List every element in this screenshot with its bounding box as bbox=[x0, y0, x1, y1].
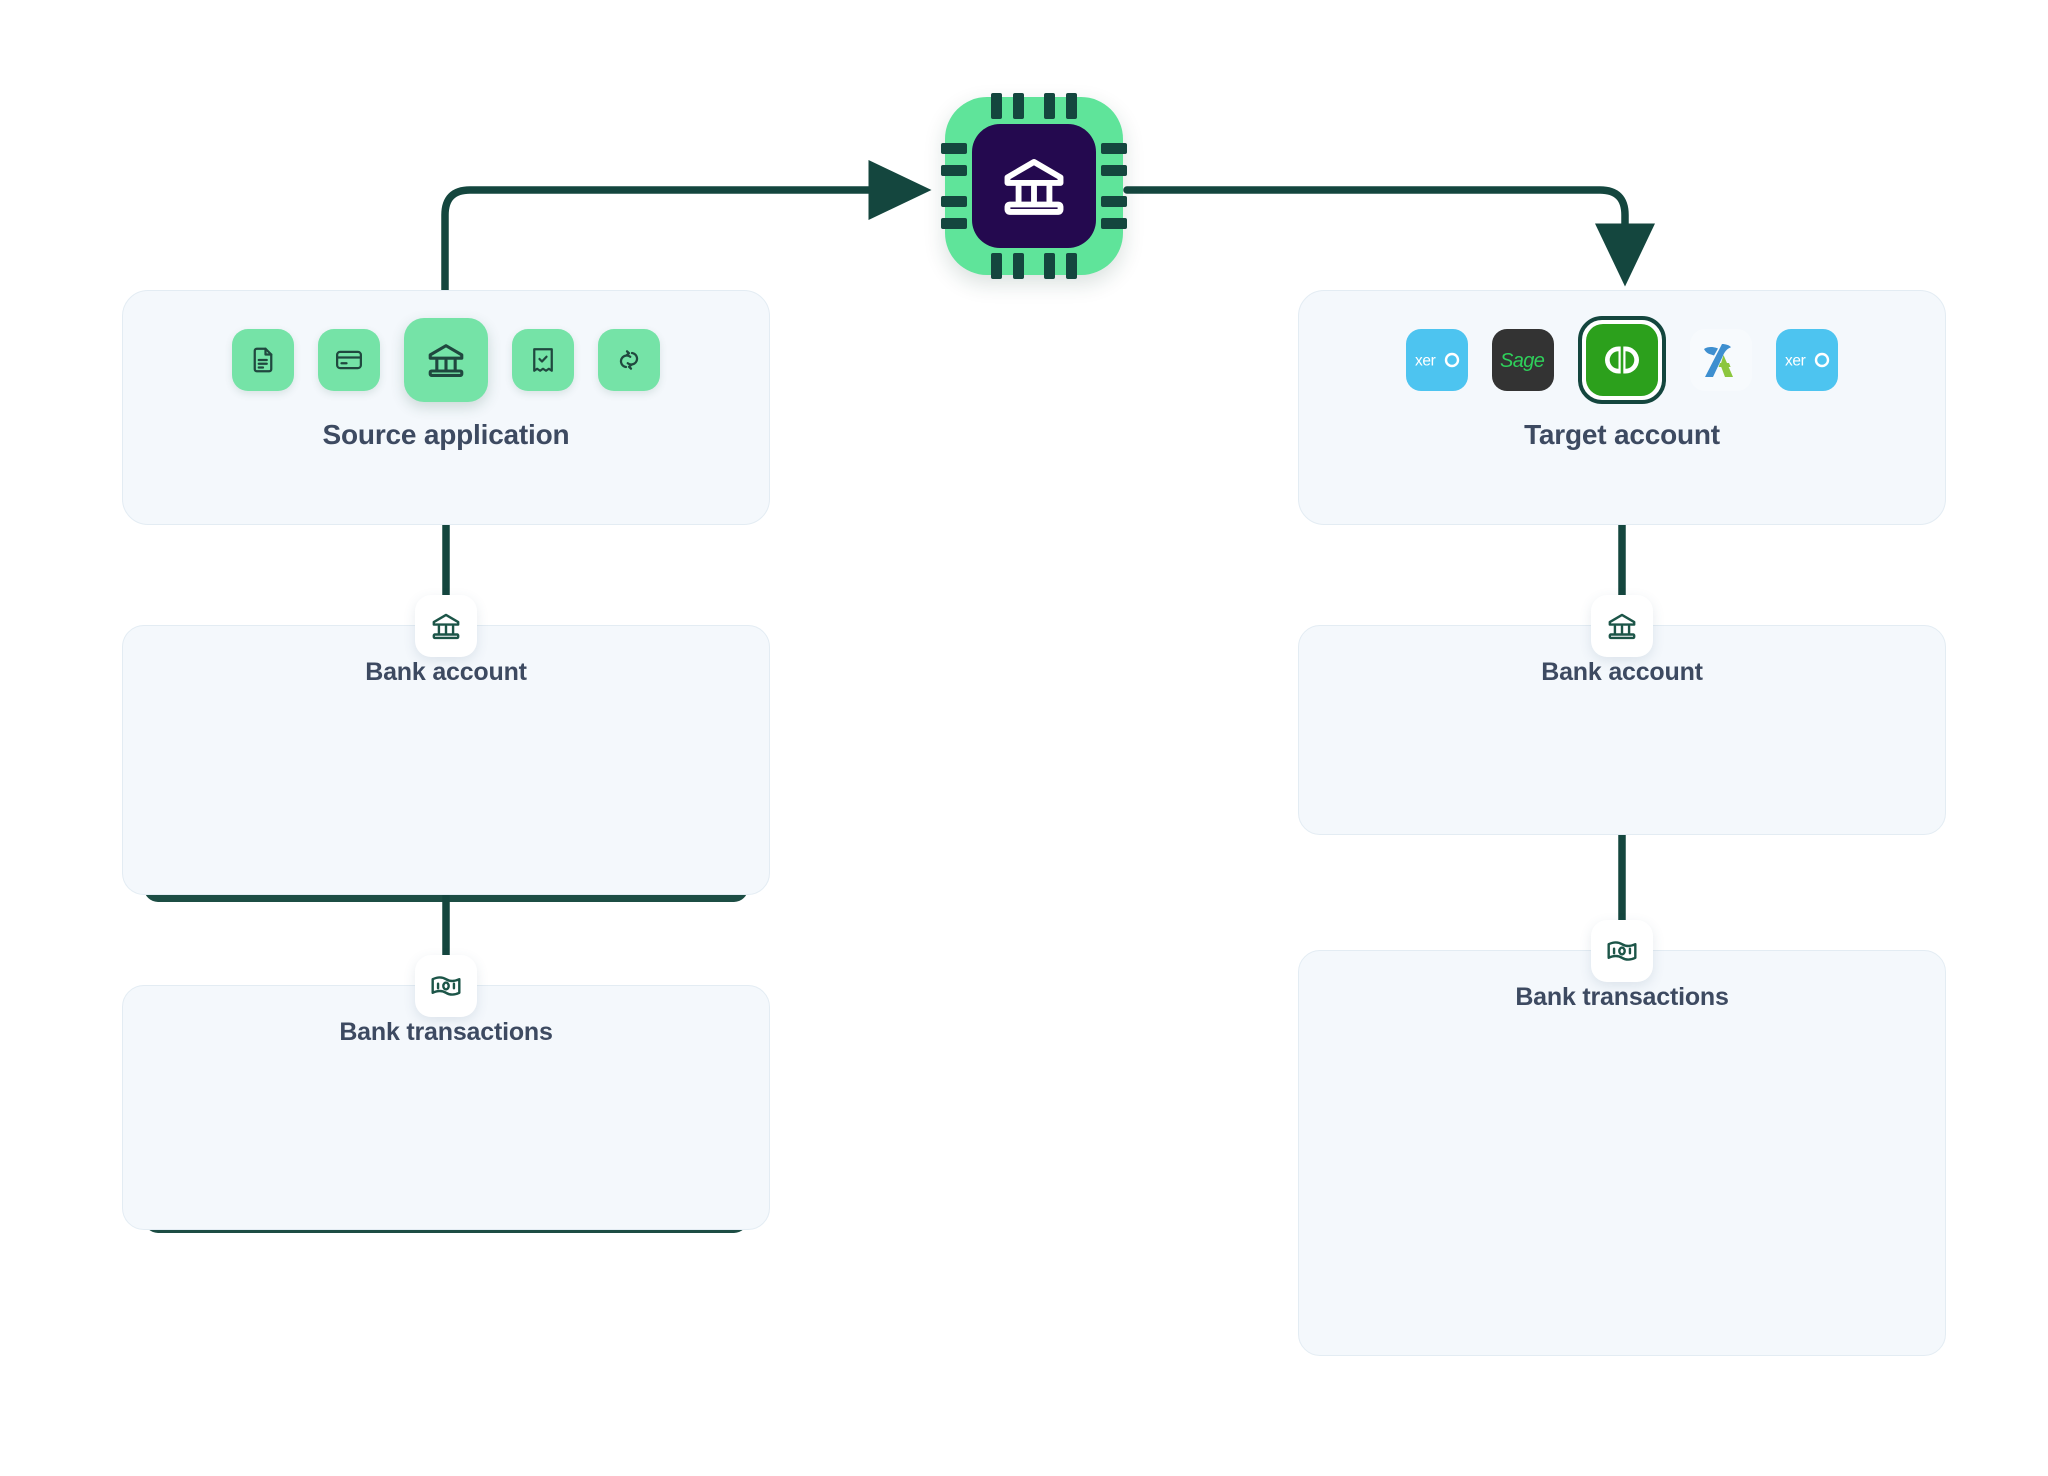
receipt-check-icon[interactable] bbox=[512, 329, 574, 391]
svg-text:xer: xer bbox=[1785, 353, 1806, 370]
target-account-panel: xer Sage bbox=[1298, 290, 1946, 525]
bank-icon[interactable] bbox=[404, 318, 488, 402]
bank-icon bbox=[415, 595, 477, 657]
credit-card-icon[interactable] bbox=[318, 329, 380, 391]
svg-text:Sage: Sage bbox=[1500, 350, 1545, 372]
banknote-icon bbox=[415, 955, 477, 1017]
sync-refresh-icon[interactable] bbox=[598, 329, 660, 391]
section-title: Bank account bbox=[365, 658, 527, 686]
target-logo-row: xer Sage bbox=[1299, 301, 1945, 419]
page-title-target: Target account bbox=[1524, 419, 1720, 450]
svg-text:xer: xer bbox=[1415, 353, 1436, 370]
bank-hub-chip-badge bbox=[941, 93, 1127, 279]
bank-icon bbox=[1591, 595, 1653, 657]
source-bank-transactions-section: Bank transactions bbox=[122, 985, 770, 1230]
bank-icon bbox=[972, 124, 1096, 248]
source-icon-row bbox=[123, 301, 769, 419]
freeagent-logo[interactable] bbox=[1690, 329, 1752, 391]
page-title-source: Source application bbox=[322, 419, 570, 450]
section-title: Bank account bbox=[1541, 658, 1703, 686]
section-title: Bank transactions bbox=[339, 1018, 553, 1046]
xero-logo[interactable]: xer bbox=[1406, 329, 1468, 391]
target-bank-transactions-section: Bank transactions bbox=[1298, 950, 1946, 1356]
source-bank-account-section: Bank account bbox=[122, 625, 770, 895]
quickbooks-logo-selected[interactable] bbox=[1578, 316, 1666, 404]
document-icon[interactable] bbox=[232, 329, 294, 391]
target-bank-account-section: Bank account bbox=[1298, 625, 1946, 835]
chip-pins bbox=[941, 93, 1127, 279]
banknote-icon bbox=[1591, 920, 1653, 982]
sage-logo[interactable]: Sage bbox=[1492, 329, 1554, 391]
xero-logo[interactable]: xer bbox=[1776, 329, 1838, 391]
quickbooks-logo bbox=[1586, 324, 1658, 396]
section-title: Bank transactions bbox=[1515, 983, 1729, 1011]
source-application-panel: Source application bbox=[122, 290, 770, 525]
